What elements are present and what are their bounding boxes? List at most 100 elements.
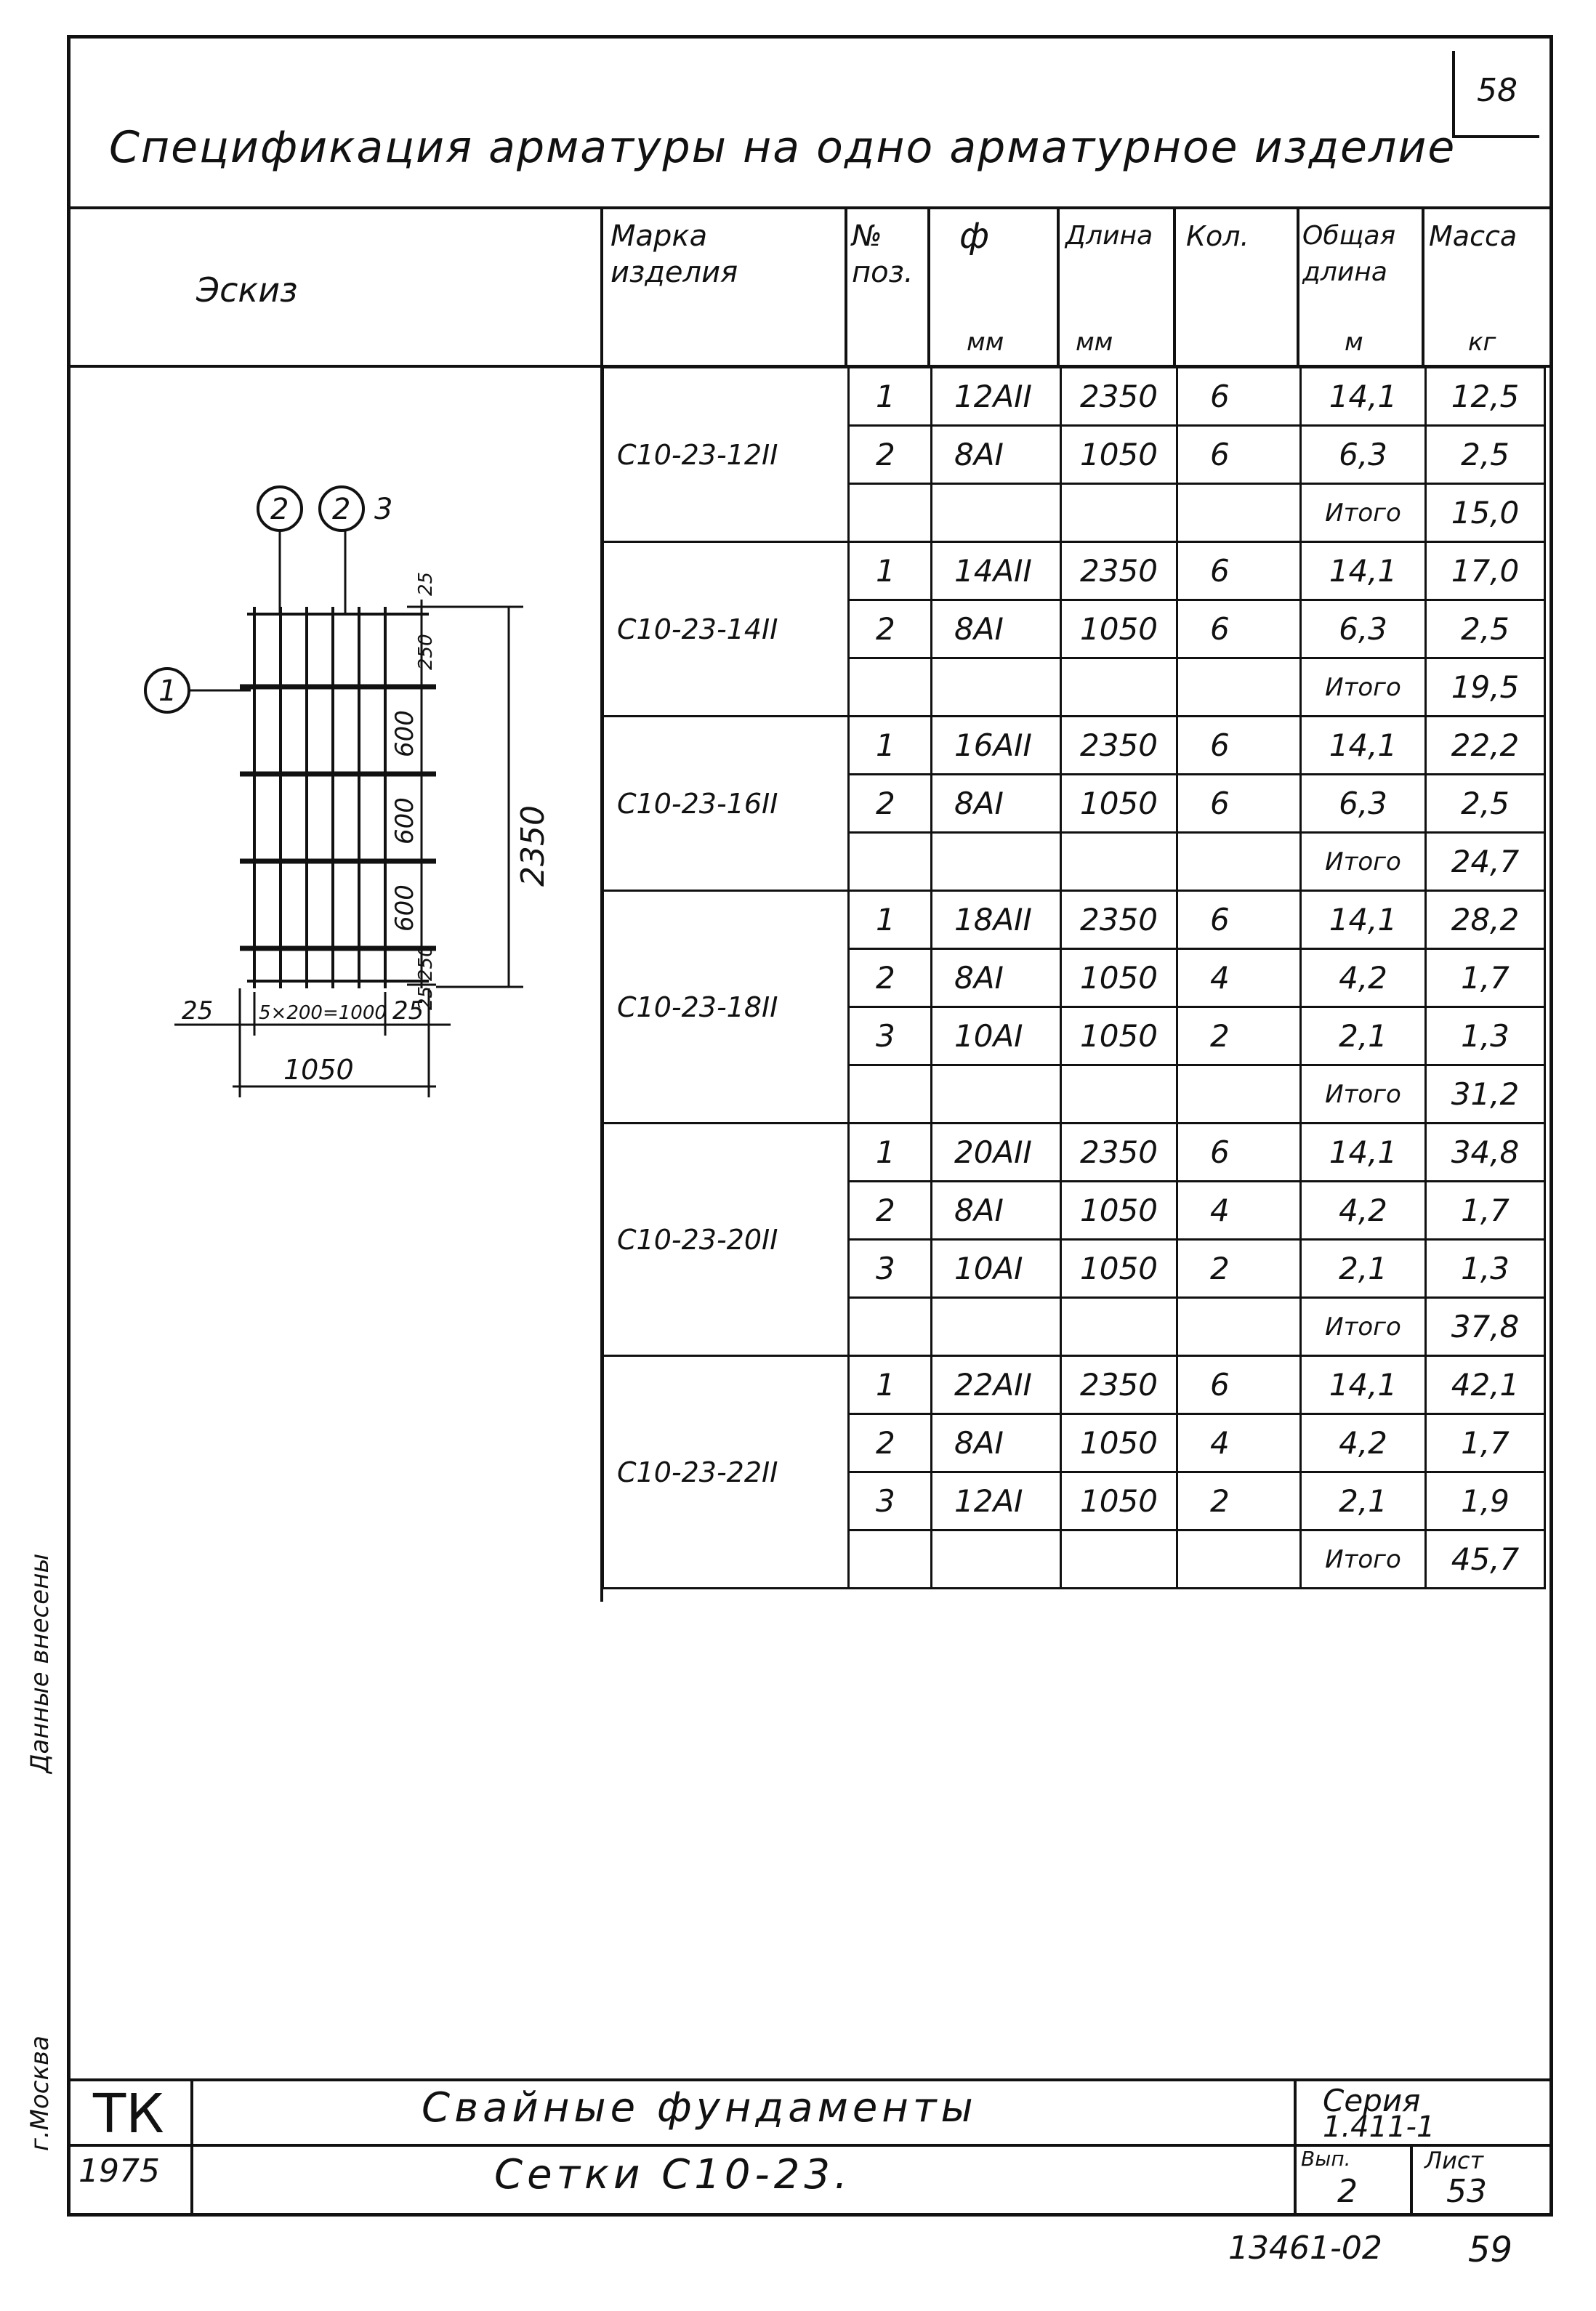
table-row-total: Итого 19,5: [603, 657, 1546, 717]
header-diameter: ф: [959, 216, 990, 257]
empty-cell: [847, 1529, 932, 1589]
mass-cell: 1,3: [1424, 1006, 1546, 1066]
side-stamp-note: Данные внесены: [25, 1554, 55, 1775]
empty-cell: [1176, 1064, 1302, 1124]
count-cell: 2: [1176, 1471, 1302, 1531]
doc-code: 13461-02: [1228, 2230, 1382, 2267]
table-row: 2 8АI 1050 4 4,2 1,7: [603, 948, 1546, 1008]
side-stamp-city: г.Москва: [25, 2036, 55, 2151]
pos-cell: 1: [847, 1355, 932, 1415]
count-cell: 6: [1176, 366, 1302, 427]
table-row: 2 8АI 1050 4 4,2 1,7: [603, 1180, 1546, 1241]
total-mass-cell: 15,0: [1424, 483, 1546, 543]
total-mass-cell: 31,2: [1424, 1064, 1546, 1124]
series-label: Серия: [1323, 2083, 1421, 2118]
empty-cell: [1176, 1296, 1302, 1357]
length-cell: 1050: [1060, 1006, 1178, 1066]
total-length-cell: 14,1: [1299, 1355, 1427, 1415]
diameter-cell: 8АI: [930, 599, 1062, 659]
dim-label: 25: [415, 986, 437, 1010]
total-length-cell: 2,1: [1299, 1471, 1427, 1531]
product-mark: С10-23-22II: [602, 1355, 850, 1589]
diameter-cell: 20АII: [930, 1122, 1062, 1182]
dim-overall-width: 1050: [283, 1054, 354, 1086]
issue-value: 2: [1337, 2173, 1358, 2210]
total-length-cell: 6,3: [1299, 599, 1427, 659]
empty-cell: [930, 1064, 1062, 1124]
count-cell: 2: [1176, 1238, 1302, 1299]
table-row: С10-23-14II 1 14АII 2350 6 14,1 17,0: [602, 541, 1546, 717]
diameter-cell: 10АI: [930, 1006, 1062, 1066]
dim-label: 25: [415, 572, 437, 596]
title-block-divider: [190, 2078, 193, 2217]
length-cell: 2350: [1060, 890, 1178, 950]
product-mark: С10-23-12II: [602, 366, 850, 543]
diameter-cell: 22АII: [930, 1355, 1062, 1415]
table-row: 2 8АI 1050 6 6,3 2,5: [603, 424, 1546, 485]
header-diameter-unit: мм: [967, 328, 1004, 357]
header-pos: № поз.: [852, 219, 914, 289]
total-label: Итого: [1299, 1064, 1427, 1124]
callout-circle: [257, 485, 303, 532]
document-title: Спецификация арматуры на одно арматурное…: [109, 122, 1456, 173]
table-row: 3 10АI 1050 2 2,1 1,3: [603, 1006, 1546, 1066]
product-mark: С10-23-14II: [602, 541, 850, 717]
mass-cell: 1,7: [1424, 1413, 1546, 1473]
total-length-cell: 14,1: [1299, 890, 1427, 950]
title-block-divider: [1294, 2078, 1297, 2217]
table-row: С10-23-12II 1 12АII 2350 6 14,1 12,5: [602, 366, 1546, 543]
mass-cell: 1,3: [1424, 1238, 1546, 1299]
empty-cell: [1060, 483, 1178, 543]
total-length-cell: 14,1: [1299, 715, 1427, 775]
product-mark: С10-23-18II: [602, 890, 850, 1124]
pos-cell: 2: [847, 948, 932, 1008]
length-cell: 1050: [1060, 1238, 1178, 1299]
count-cell: 2: [1176, 1006, 1302, 1066]
length-cell: 1050: [1060, 1180, 1178, 1241]
header-col-divider: [927, 206, 930, 366]
mass-cell: 22,2: [1424, 715, 1546, 775]
diameter-cell: 8АI: [930, 1413, 1062, 1473]
sketch-column-divider: [600, 206, 603, 1602]
header-col-divider: [1173, 206, 1176, 366]
diameter-cell: 10АI: [930, 1238, 1062, 1299]
callout-2b-label: 2: [332, 493, 350, 526]
dim-label: 25: [182, 996, 213, 1025]
count-cell: 6: [1176, 715, 1302, 775]
total-label: Итого: [1299, 1529, 1427, 1589]
count-cell: 6: [1176, 890, 1302, 950]
year-label: 1975: [78, 2153, 160, 2190]
length-cell: 1050: [1060, 424, 1178, 485]
header-length-unit: мм: [1076, 328, 1113, 357]
mass-cell: 42,1: [1424, 1355, 1546, 1415]
issue-label: Вып.: [1301, 2147, 1351, 2171]
count-cell: 6: [1176, 1122, 1302, 1182]
total-length-cell: 6,3: [1299, 424, 1427, 485]
empty-cell: [847, 1064, 932, 1124]
pos-cell: 2: [847, 424, 932, 485]
header-total-length-unit: м: [1345, 328, 1363, 357]
empty-cell: [1060, 831, 1178, 892]
mass-cell: 2,5: [1424, 599, 1546, 659]
product-mark: С10-23-16II: [602, 715, 850, 892]
header-col-divider: [845, 206, 847, 366]
count-cell: 4: [1176, 948, 1302, 1008]
length-cell: 2350: [1060, 366, 1178, 427]
mass-cell: 17,0: [1424, 541, 1546, 601]
mass-cell: 2,5: [1424, 773, 1546, 834]
header-mark: Марка изделия: [610, 219, 738, 289]
sheet-frame: [67, 35, 1553, 2217]
total-mass-cell: 19,5: [1424, 657, 1546, 717]
pos-cell: 2: [847, 599, 932, 659]
mass-cell: 34,8: [1424, 1122, 1546, 1182]
mass-cell: 1,9: [1424, 1471, 1546, 1531]
sheet-label: Лист: [1424, 2147, 1484, 2174]
pos-cell: 1: [847, 366, 932, 427]
length-cell: 1050: [1060, 599, 1178, 659]
table-row: С10-23-16II 1 16АII 2350 6 14,1 22,2: [602, 715, 1546, 892]
dim-bays: 5×200=1000: [259, 1002, 387, 1024]
empty-cell: [1060, 1064, 1178, 1124]
product-mark: С10-23-20II: [602, 1122, 850, 1357]
header-top-rule: [67, 206, 1553, 209]
header-col-divider: [1057, 206, 1060, 366]
